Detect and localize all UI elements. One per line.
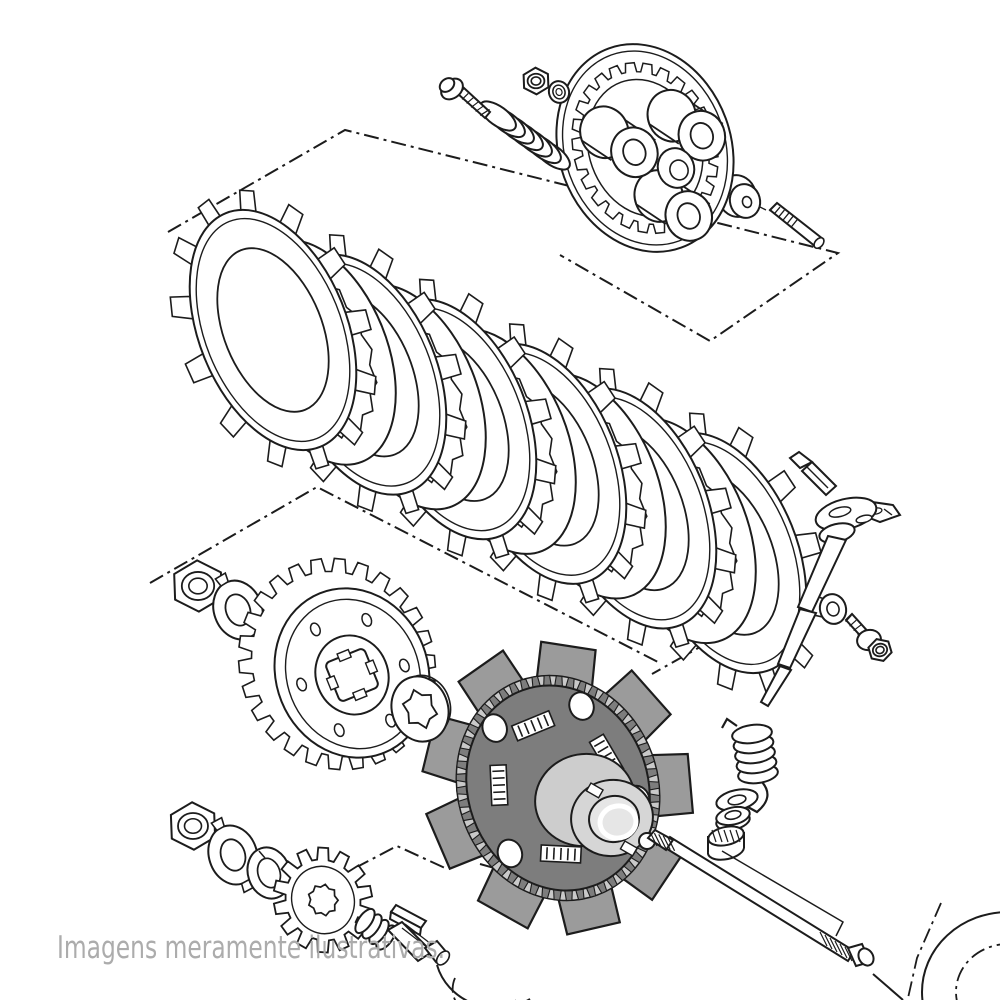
primary-gear-group: [169, 801, 451, 966]
pushrod-group: [638, 828, 875, 968]
clutch-outer-basket: [421, 640, 695, 936]
lifter-group: [706, 450, 902, 861]
splined-washer: [390, 674, 452, 743]
friction-plate: [169, 189, 377, 470]
group-outline-top: [167, 128, 841, 343]
caption-text: Imagens meramente ilustrativas.: [57, 930, 445, 966]
diagram-art: [149, 43, 1000, 1000]
group-outline-bottom: [149, 485, 659, 879]
plate-stack-group: [169, 189, 827, 693]
pressure-plate-group: [438, 43, 825, 253]
crankcase-outline: [436, 902, 1000, 1000]
hub-group: [173, 557, 437, 771]
